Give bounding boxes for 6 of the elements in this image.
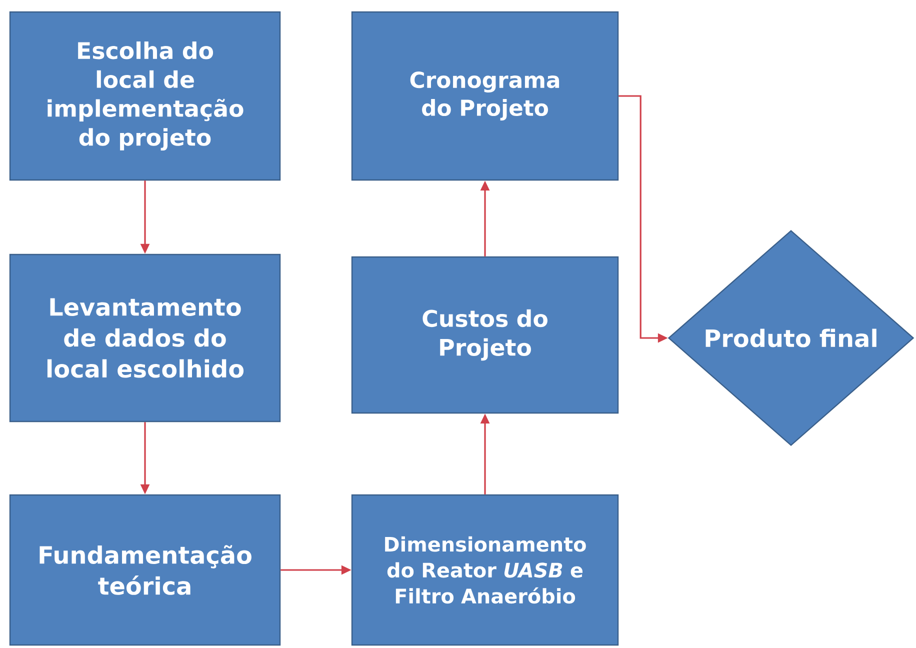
process-box: Dimensionamento do Reator UASB e Filtro Anaeróbio — [351, 494, 619, 646]
process-box: Cronograma do Projeto — [351, 11, 619, 181]
process-box: Custos do Projeto — [351, 256, 619, 414]
process-box: Levantamento de dados do local escolhido — [9, 254, 281, 422]
process-box: Escolha do local de implementação do projeto — [9, 11, 281, 181]
process-box: Fundamentação teórica — [9, 494, 281, 646]
